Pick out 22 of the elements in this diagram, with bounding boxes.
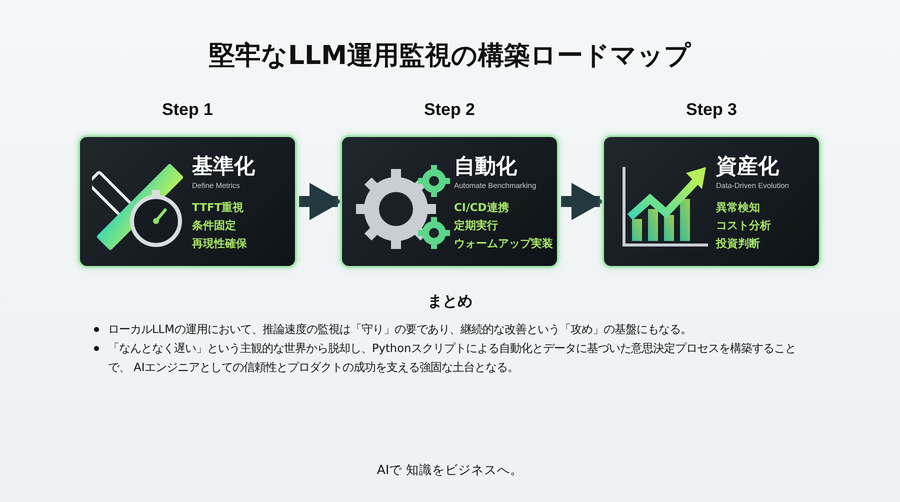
- arrow: [299, 182, 342, 220]
- card-heading: 資産化: [716, 153, 780, 179]
- feature-text: 再現性確保: [192, 236, 248, 252]
- feature-text: コスト分析: [716, 218, 772, 234]
- step-label: Step 1: [160, 100, 214, 120]
- feature-text: TTFT重視: [192, 200, 245, 216]
- step-label: Step 2: [422, 100, 476, 120]
- feature-text: CI/CD連携: [454, 200, 510, 216]
- bullet-text: 「なんとなく遅い」という主観的な世界から脱却し、Pythonスクリプトによる自動化とデータに基づいた意思決定プロセスを構築することで、 AIエンジニアとしての信頼性とプロダクトの成功を支える強固な土台となる。: [108, 341, 798, 376]
- arrow: [561, 182, 604, 220]
- feature-text: ウォームアップ実装: [454, 236, 553, 252]
- step-label: Step 3: [684, 100, 738, 120]
- feature-text: 投資判断: [716, 236, 761, 252]
- feature-text: 定期実行: [454, 218, 499, 234]
- feature-text: 異常検知: [716, 200, 761, 216]
- bullet-text: ローカルLLMの運用において、推論速度の監視は「守り」の要であり、継続的な改善という「攻め」の基盤にもなる。: [108, 322, 692, 338]
- card-heading: 基準化: [192, 153, 256, 179]
- card-heading: 自動化: [454, 153, 518, 179]
- title: 堅牢なLLM運用監視の構築ロードマップ: [208, 40, 692, 73]
- section-heading: まとめ: [426, 292, 474, 311]
- tagline: AIで 知識をビジネスへ。: [376, 462, 524, 479]
- feature-text: 条件固定: [192, 218, 237, 234]
